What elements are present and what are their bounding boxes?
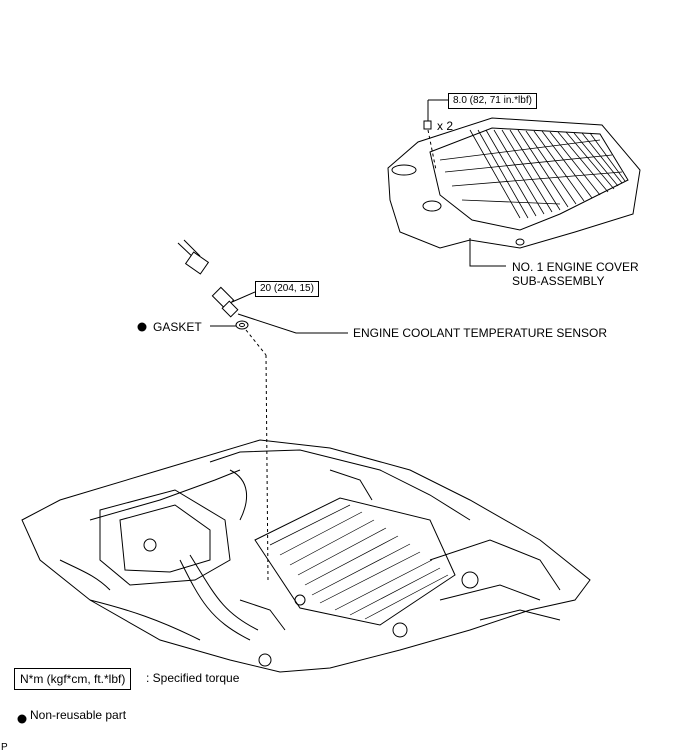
legend-torque-desc: : Specified torque	[146, 671, 240, 685]
gasket-nonreusable-icon	[137, 322, 147, 332]
gasket-label: GASKET	[153, 320, 202, 334]
cover-bolt-qty: x 2	[437, 119, 454, 133]
legend-torque-box: N*m (kgf*cm, ft.*lbf)	[14, 668, 132, 690]
sensor-name-label: ENGINE COOLANT TEMPERATURE SENSOR	[353, 326, 608, 340]
cover-name-line1: NO. 1 ENGINE COVER	[512, 260, 639, 274]
legend-nonreusable-desc: Non-reusable part	[30, 708, 127, 722]
engine-bay-drawing	[21, 439, 591, 673]
sensor-torque-label: 20 (204, 15)	[260, 283, 314, 294]
legend-torque-unit: N*m (kgf*cm, ft.*lbf)	[20, 672, 126, 686]
sensor-torque-box: 20 (204, 15)	[255, 281, 319, 297]
engine-cover-drawing	[387, 99, 641, 267]
sensor-drawing	[177, 239, 348, 581]
legend-nonreusable-icon	[17, 714, 27, 724]
cover-torque-label: 8.0 (82, 71 in.*lbf)	[453, 95, 532, 106]
cover-name-line2: SUB-ASSEMBLY	[512, 274, 605, 288]
figure-code: P	[1, 742, 8, 753]
cover-torque-box: 8.0 (82, 71 in.*lbf)	[448, 93, 537, 109]
